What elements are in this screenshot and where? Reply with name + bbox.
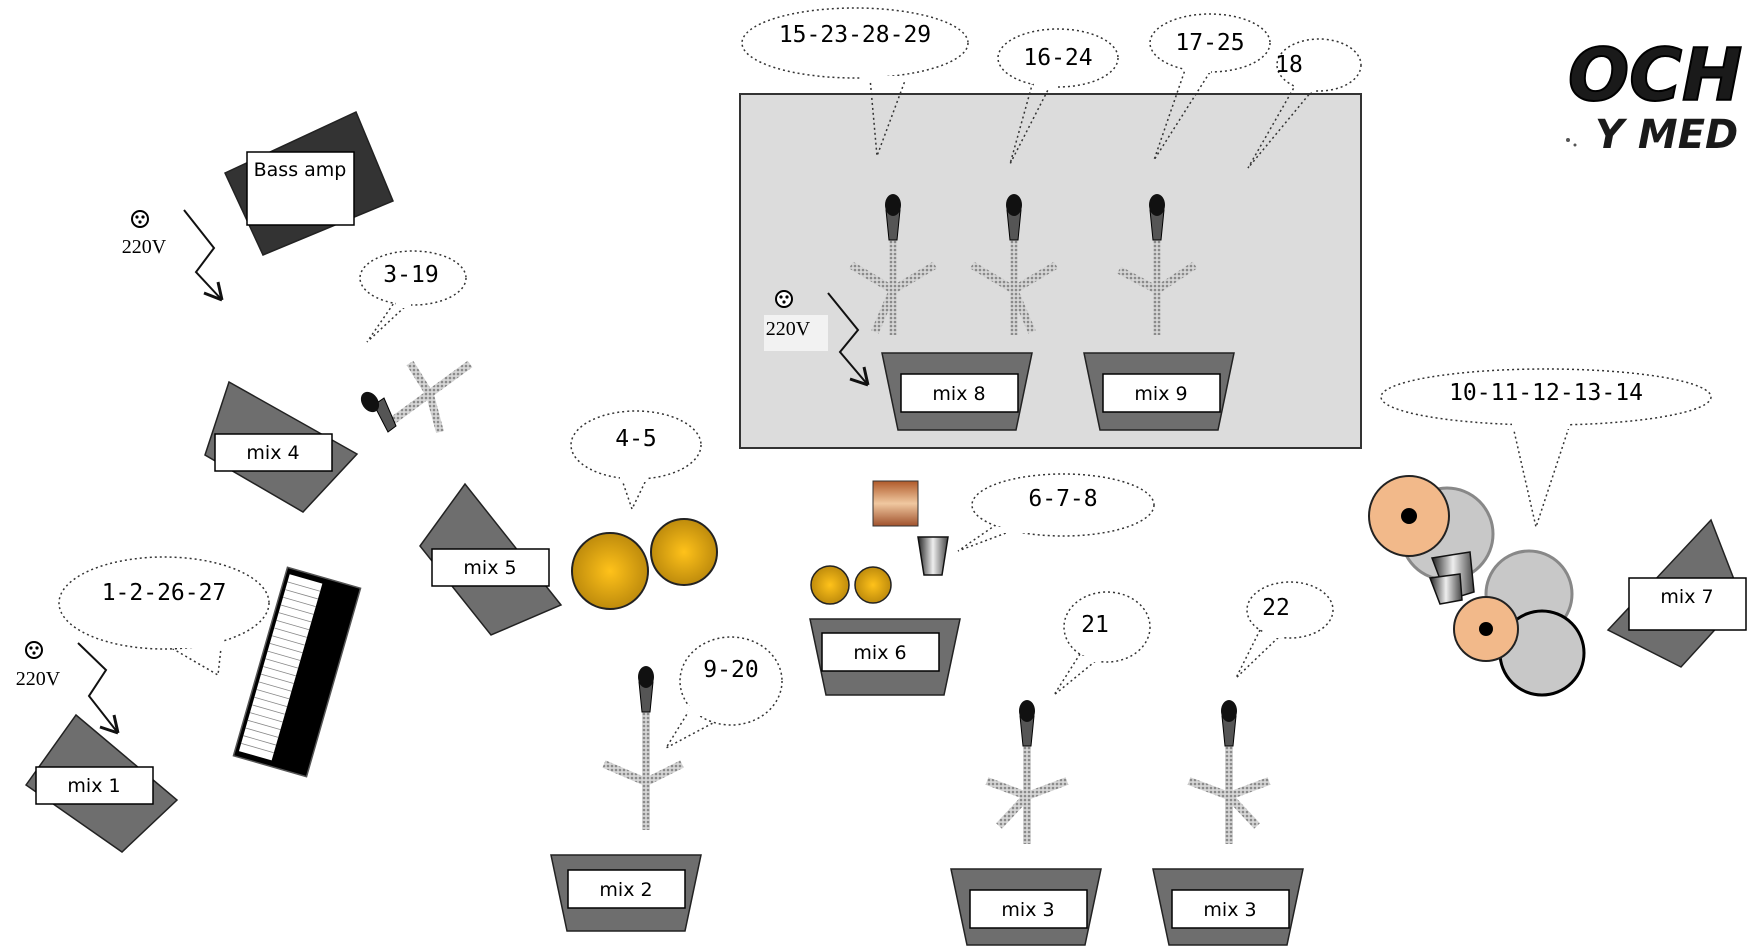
cowbell-icon <box>917 536 949 576</box>
mic-stand-front-left <box>602 666 684 830</box>
bass-amp: Bass amp <box>224 110 394 256</box>
monitor-mix6: mix 6 <box>809 618 961 696</box>
power-outlet-riser: 220V <box>764 290 870 387</box>
monitor-mix8: mix 8 <box>881 352 1033 431</box>
monitor-label: mix 1 <box>67 775 120 797</box>
channel-callout-riser-extra: 18 <box>1247 38 1362 169</box>
power-outlet-bass: 220V <box>122 209 224 302</box>
drum-kit <box>1368 475 1586 697</box>
channel-callout-riser-mic-1: 15-23-28-29 <box>741 7 969 157</box>
mic-stand-bass <box>360 360 473 434</box>
microphone-icon <box>373 397 397 433</box>
monitor-label: mix 9 <box>1134 383 1187 405</box>
monitor-mix7: mix 7 <box>1606 518 1747 668</box>
mic-stand-riser-3 <box>1117 194 1198 335</box>
monitor-mix5: mix 5 <box>419 482 563 636</box>
channel-callout-riser-mic-2: 16-24 <box>997 28 1119 165</box>
monitor-label: mix 3 <box>1203 899 1256 921</box>
cable-arrow <box>183 209 223 301</box>
channel-callout-drums: 10-11-12-13-14 <box>1380 368 1712 530</box>
channel-label: 6-7-8 <box>1028 486 1097 512</box>
bongo-icon <box>810 565 850 605</box>
monitor-mix3-right: mix 3 <box>1152 868 1304 946</box>
monitor-label: mix 4 <box>246 442 299 464</box>
svg-text:OCH: OCH <box>1568 33 1742 117</box>
channel-label: 21 <box>1081 612 1109 638</box>
channel-callout-vocal-front-right: 22 <box>1235 581 1334 679</box>
power-label: 220V <box>122 236 167 258</box>
channel-label: 16-24 <box>1023 45 1092 71</box>
cable-arrow <box>827 292 869 386</box>
power-outlet-keys: 220V <box>16 641 120 735</box>
power-label: 220V <box>16 668 61 690</box>
channel-label: 10-11-12-13-14 <box>1449 380 1643 406</box>
channel-label: 9-20 <box>703 657 758 683</box>
cajon-icon <box>872 480 919 527</box>
channel-label: 15-23-28-29 <box>779 22 931 48</box>
channel-callout-keys: 1-2-26-27 <box>58 556 270 677</box>
monitor-mix4: mix 4 <box>204 380 359 513</box>
channel-callout-congas: 4-5 <box>570 410 702 511</box>
channel-label: 1-2-26-27 <box>102 580 227 606</box>
channel-label: 18 <box>1275 52 1303 78</box>
svg-text:Y MED: Y MED <box>1595 112 1738 158</box>
channel-callout-bass-mic: 3-19 <box>359 250 467 343</box>
channel-callout-riser-mic-3: 17-25 <box>1149 13 1271 161</box>
monitor-label: mix 5 <box>463 557 516 579</box>
channel-label: 22 <box>1262 595 1290 621</box>
monitor-label: mix 7 <box>1660 586 1713 608</box>
mic-stand-front-center <box>985 700 1069 844</box>
channel-label: 4-5 <box>615 426 657 452</box>
band-logo: OCH Y MED <box>1566 32 1743 158</box>
channel-callout-vocal-front-left: 9-20 <box>663 636 783 750</box>
keyboard <box>232 566 362 778</box>
channel-callout-percussion: 6-7-8 <box>957 473 1155 552</box>
channel-label: 3-19 <box>383 262 438 288</box>
monitor-mix9: mix 9 <box>1083 352 1235 431</box>
bongo-icon <box>854 566 892 604</box>
monitor-label: mix 8 <box>932 383 985 405</box>
congas <box>571 518 718 610</box>
monitor-label: mix 2 <box>599 879 652 901</box>
monitor-label: mix 3 <box>1001 899 1054 921</box>
monitor-mix2: mix 2 <box>550 854 702 932</box>
power-label: 220V <box>766 318 811 340</box>
channel-callout-vocal-front-center: 21 <box>1053 591 1151 696</box>
monitor-label: mix 6 <box>853 642 906 664</box>
cable-arrow <box>77 642 119 734</box>
power-outlet-icon <box>775 290 793 308</box>
power-outlet-icon <box>25 641 43 659</box>
monitor-mix3-left: mix 3 <box>950 868 1102 946</box>
percussion <box>810 480 949 605</box>
monitor-mix1: mix 1 <box>24 713 179 853</box>
mic-stand-riser-1 <box>848 194 938 335</box>
mic-stand-riser-2 <box>969 194 1059 335</box>
bass-amp-label: Bass amp <box>254 159 347 181</box>
power-outlet-icon <box>131 210 149 228</box>
mic-stand-front-right <box>1187 700 1271 844</box>
channel-label: 17-25 <box>1175 30 1244 56</box>
